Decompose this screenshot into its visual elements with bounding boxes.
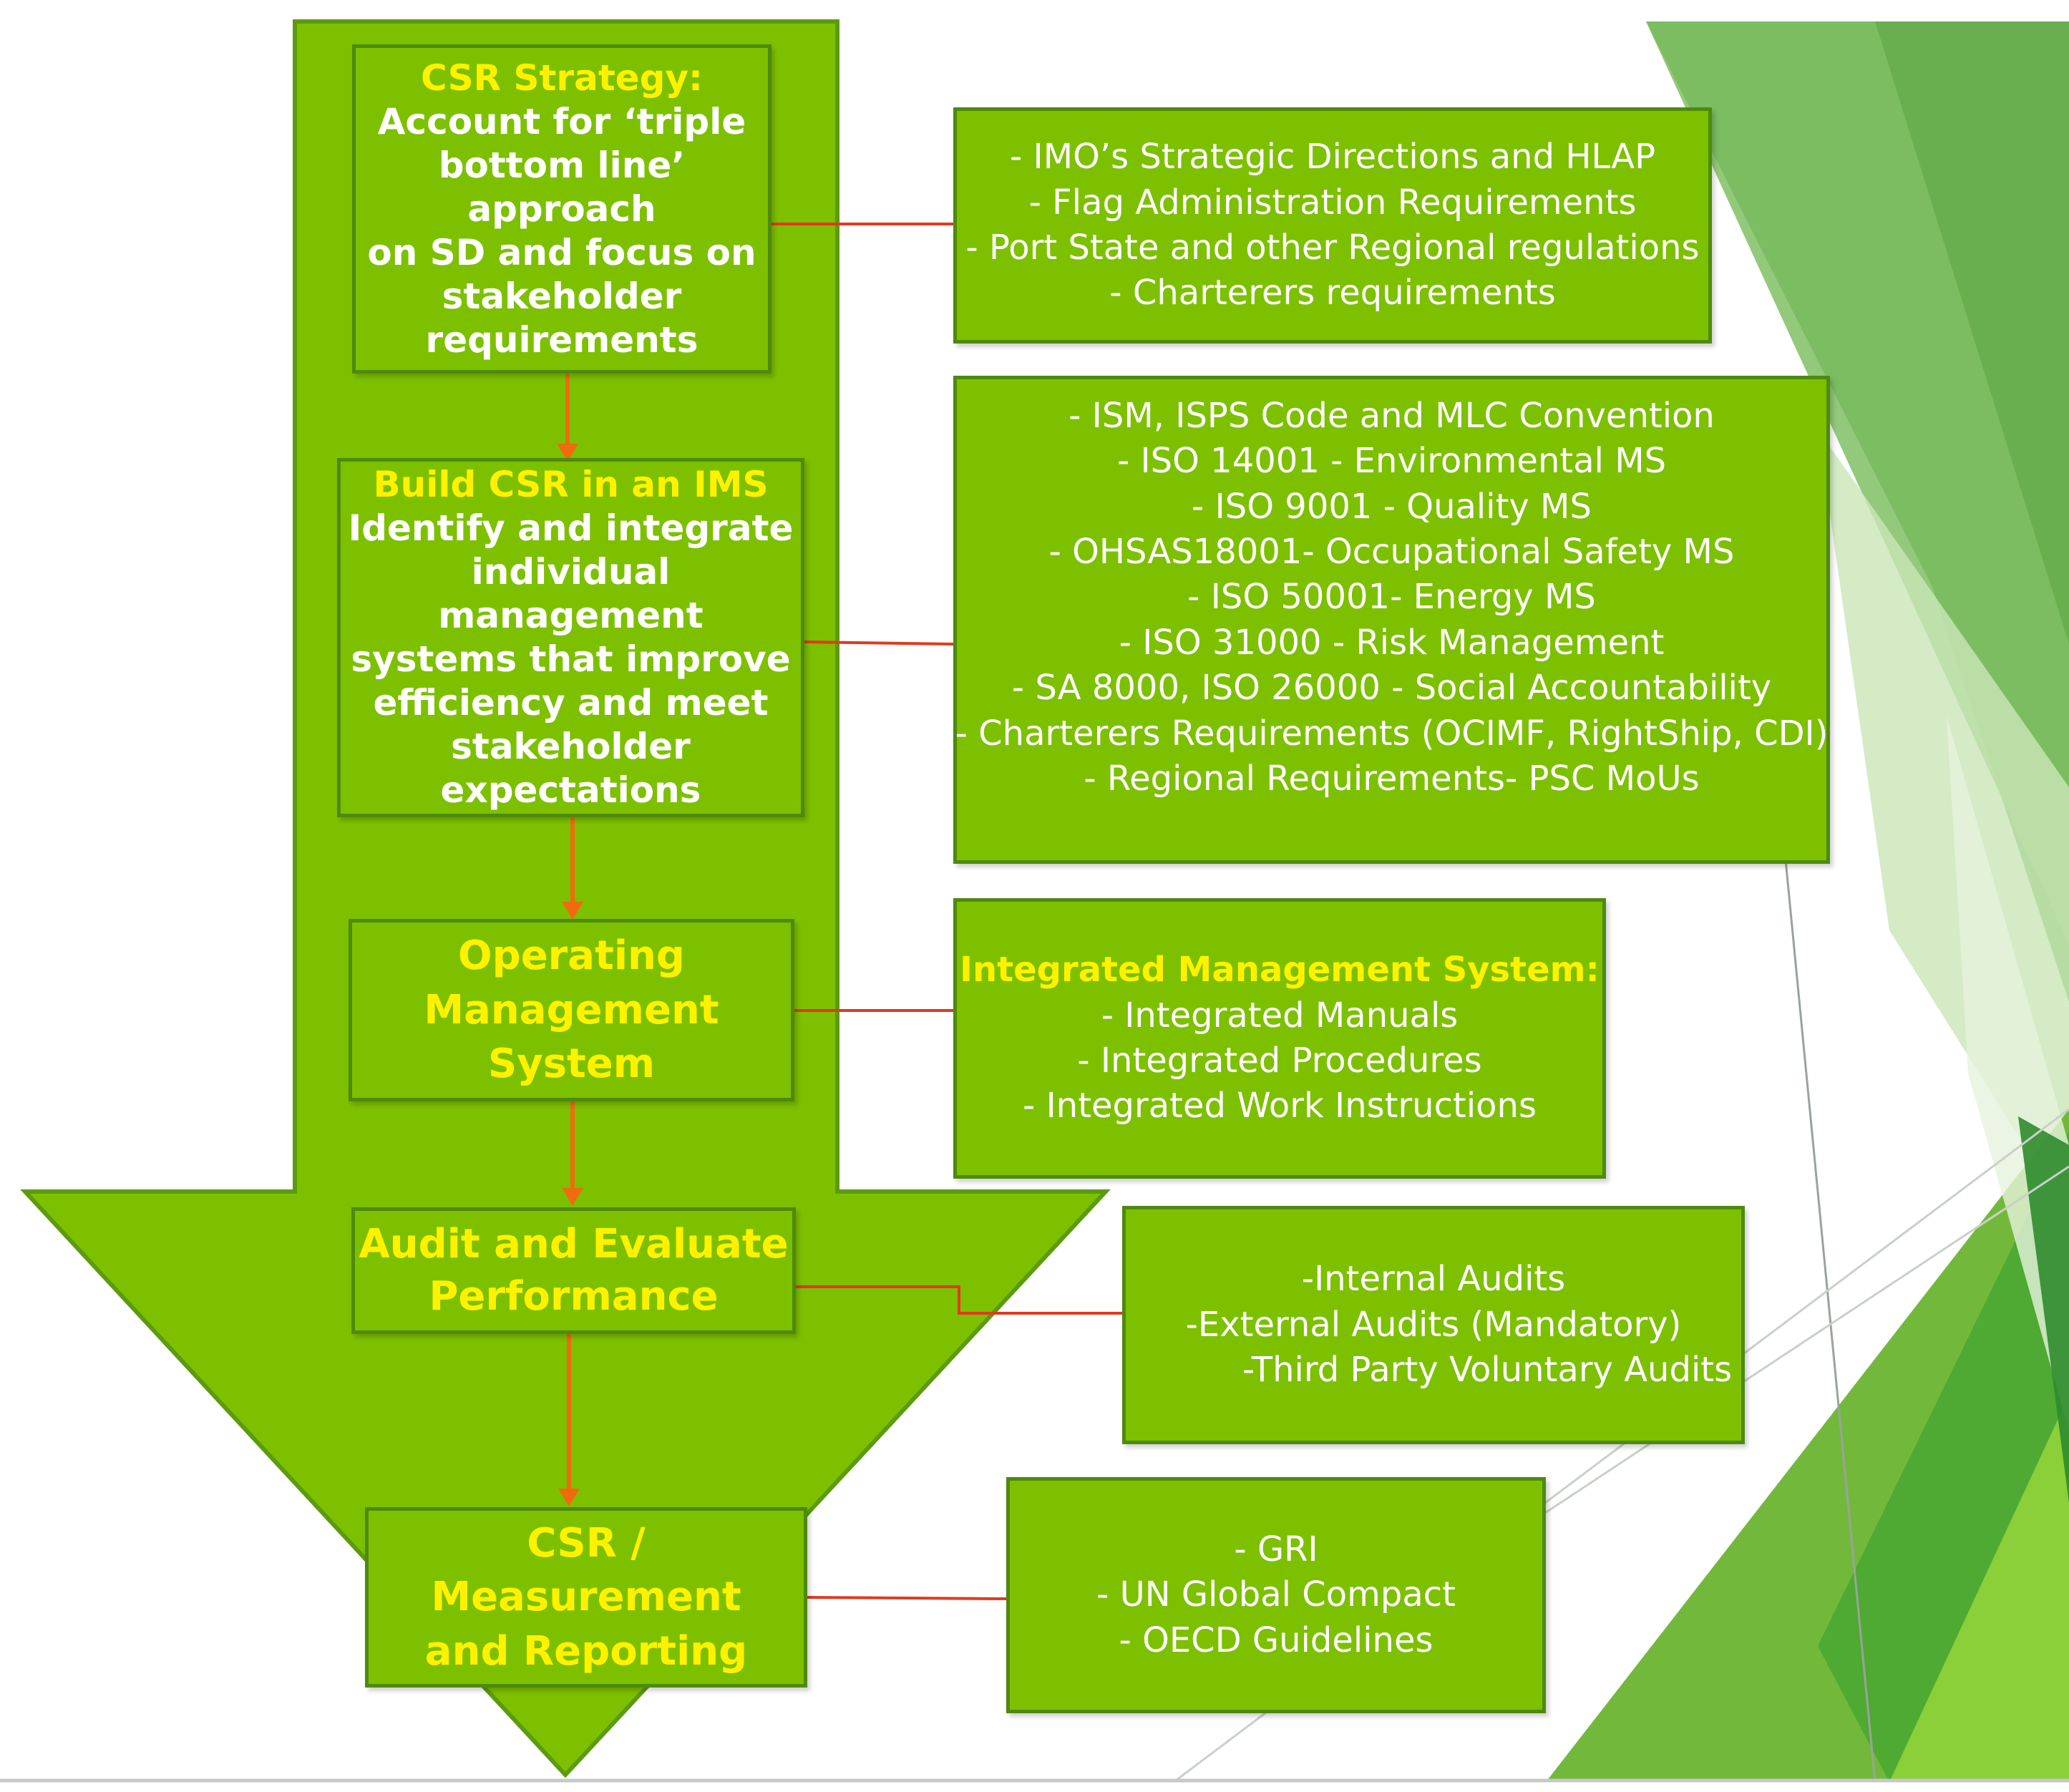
detail-audits-item-3: -Third Party Voluntary Audits <box>1242 1350 1733 1391</box>
detail-regulations-item-1: - IMO’s Strategic Directions and HLAP <box>1009 137 1656 177</box>
detail-box-reporting: - GRI - UN Global Compact - OECD Guideli… <box>1006 1477 1546 1713</box>
detail-standards-item-1: - ISM, ISPS Code and MLC Convention <box>1068 396 1715 436</box>
detail-box-ims: Integrated Management System: - Integrat… <box>953 898 1606 1179</box>
flow-arrow-3 <box>562 1100 583 1206</box>
detail-regulations-item-3: - Port State and other Regional regulati… <box>965 228 1700 268</box>
step-operating-ms-title-1: Operating <box>458 932 685 980</box>
flow-arrow-1 <box>557 372 578 462</box>
detail-reporting-item-2: - UN Global Compact <box>1096 1574 1456 1615</box>
detail-standards-item-6: - ISO 31000 - Risk Management <box>1119 622 1665 663</box>
detail-box-audits: -Internal Audits -External Audits (Manda… <box>1122 1206 1745 1444</box>
detail-standards-item-7: - SA 8000, ISO 26000 - Social Accountabi… <box>1011 668 1772 708</box>
step-build-csr-ims-line-6: expectations <box>440 769 701 811</box>
big-flow-arrow <box>20 19 1111 1778</box>
step-csr-strategy-line-5: requirements <box>425 318 698 361</box>
detail-standards-item-2: - ISO 14001 - Environmental MS <box>1116 441 1667 482</box>
detail-box-standards: - ISM, ISPS Code and MLC Convention - IS… <box>953 376 1830 864</box>
step-build-csr-ims-line-3: systems that improve <box>351 638 791 680</box>
step-csr-strategy-line-1: Account for ‘triple <box>377 100 746 142</box>
step-csr-strategy-line-3: on SD and focus on <box>367 231 756 273</box>
detail-standards-item-3: - ISO 9001 - Quality MS <box>1192 486 1592 527</box>
detail-ims-heading: Integrated Management System: <box>960 950 1600 990</box>
step-csr-strategy-line-4: stakeholder <box>442 275 682 317</box>
step-audit-evaluate-title-1: Audit and Evaluate <box>359 1220 789 1267</box>
step-build-csr-ims-title: Build CSR in an IMS <box>373 464 769 505</box>
detail-standards-item-9: - Regional Requirements- PSC MoUs <box>1084 758 1700 799</box>
step-operating-ms: Operating Management System <box>349 919 794 1101</box>
detail-box-regulations: - IMO’s Strategic Directions and HLAP - … <box>953 107 1712 344</box>
flow-arrow-2 <box>562 816 583 920</box>
detail-regulations-item-2: - Flag Administration Requirements <box>1028 182 1637 223</box>
step-build-csr-ims-line-5: stakeholder <box>451 726 691 767</box>
step-build-csr-ims: Build CSR in an IMS Identify and integra… <box>337 458 804 817</box>
step-audit-evaluate: Audit and Evaluate Performance <box>351 1207 796 1334</box>
detail-standards-item-8: - Charterers Requirements (OCIMF, RightS… <box>955 713 1829 754</box>
step-csr-strategy: CSR Strategy: Account for ‘triple bottom… <box>352 44 771 374</box>
connector-5 <box>807 1596 1007 1600</box>
step-csr-strategy-line-2: bottom line’ approach <box>438 144 686 230</box>
step-operating-ms-title-2: Management System <box>424 986 719 1088</box>
step-build-csr-ims-line-1: Identify and integrate <box>348 507 794 549</box>
detail-ims-item-2: - Integrated Procedures <box>1077 1041 1482 1081</box>
step-measurement-reporting-title-2: and Reporting <box>424 1627 748 1675</box>
detail-regulations-item-4: - Charterers requirements <box>1109 273 1556 313</box>
connector-4 <box>796 1285 1122 1315</box>
flow-arrow-4 <box>558 1333 580 1506</box>
deco-line-3 <box>1538 1165 2069 1519</box>
detail-ims-item-1: - Integrated Manuals <box>1101 995 1459 1036</box>
deco-triangle-8 <box>2018 1116 2069 1503</box>
deco-triangle-1 <box>1646 21 2069 1002</box>
detail-reporting-item-1: - GRI <box>1234 1529 1318 1569</box>
connector-2 <box>804 641 954 646</box>
deco-line-1 <box>1781 822 1876 1783</box>
step-audit-evaluate-title-2: Performance <box>429 1272 719 1320</box>
detail-audits-item-2: -External Audits (Mandatory) <box>1185 1304 1682 1345</box>
deco-triangle-6 <box>1889 1396 2069 1782</box>
detail-reporting-item-3: - OECD Guidelines <box>1119 1620 1433 1660</box>
detail-standards-item-5: - ISO 50001- Energy MS <box>1187 577 1596 618</box>
step-measurement-reporting-title-1: CSR / Measurement <box>431 1519 741 1621</box>
step-measurement-reporting: CSR / Measurement and Reporting <box>365 1507 807 1688</box>
detail-ims-item-3: - Integrated Work Instructions <box>1023 1086 1537 1126</box>
step-build-csr-ims-line-4: efficiency and meet <box>373 682 769 724</box>
detail-standards-item-4: - OHSAS18001- Occupational Safety MS <box>1048 532 1735 573</box>
step-build-csr-ims-line-2: individual management <box>438 551 704 636</box>
detail-audits-item-1: -Internal Audits <box>1301 1259 1566 1300</box>
step-csr-strategy-title: CSR Strategy: <box>420 57 704 99</box>
